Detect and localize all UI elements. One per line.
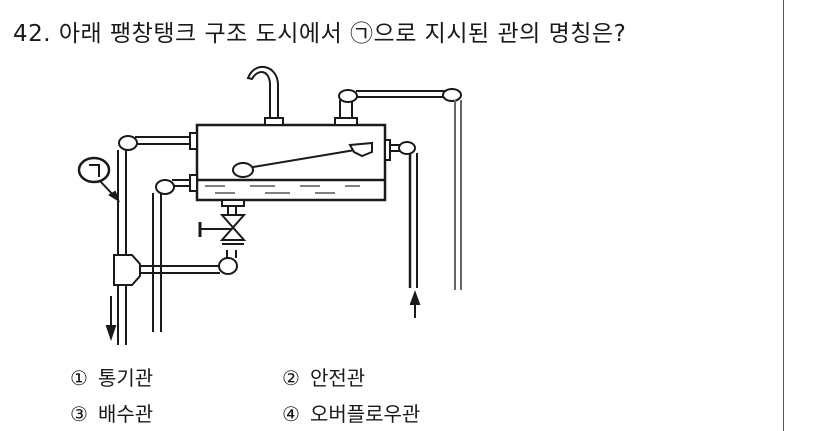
option-number: ③ (70, 402, 88, 426)
option-label: 안전관 (309, 366, 366, 390)
option-4[interactable]: ④ 오버플로우관 (282, 398, 420, 427)
question-body: 아래 팽창탱크 구조 도시에서 ㉠으로 지시된 관의 명칭은? (58, 21, 627, 47)
option-3[interactable]: ③ 배수관 (70, 398, 153, 427)
expansion-tank-diagram (77, 66, 462, 345)
option-label: 오버플로우관 (309, 402, 421, 426)
option-number: ② (282, 366, 300, 390)
option-2[interactable]: ② 안전관 (282, 362, 365, 391)
option-number: ④ (282, 402, 300, 426)
option-label: 배수관 (97, 402, 154, 426)
question-number: 42. (13, 21, 52, 47)
column-divider (783, 0, 784, 431)
option-label: 통기관 (97, 366, 154, 390)
option-number: ① (70, 366, 88, 390)
question-text: 42. 아래 팽창탱크 구조 도시에서 ㉠으로 지시된 관의 명칭은? (13, 14, 626, 48)
option-1[interactable]: ① 통기관 (70, 362, 153, 391)
